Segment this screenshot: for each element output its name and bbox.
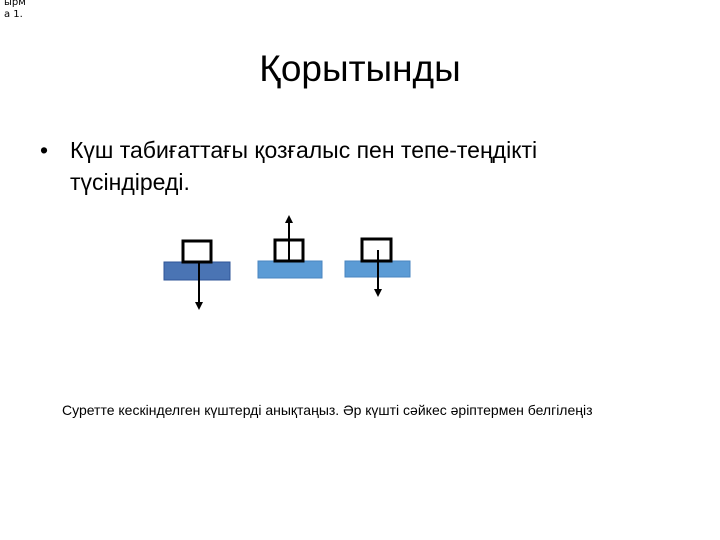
corner-label-line1: ырм <box>4 0 26 8</box>
block <box>360 237 393 263</box>
task-caption: Суретте кескінделген күштерді анықтаңыз.… <box>62 402 593 418</box>
diagram-2 <box>257 215 323 279</box>
plate <box>257 260 323 279</box>
slide-title: Қорытынды <box>259 48 461 89</box>
plate <box>163 261 231 281</box>
diagram-3 <box>344 237 411 297</box>
bullet-text: Күш табиғаттағы қозғалыс пен тепе-теңдік… <box>70 137 538 195</box>
bullet-marker: • <box>40 137 49 163</box>
corner-label-line2: а 1. <box>4 9 23 20</box>
diagram-1 <box>163 239 231 310</box>
corner-label: ырм а 1. <box>4 0 26 21</box>
block <box>181 239 213 264</box>
